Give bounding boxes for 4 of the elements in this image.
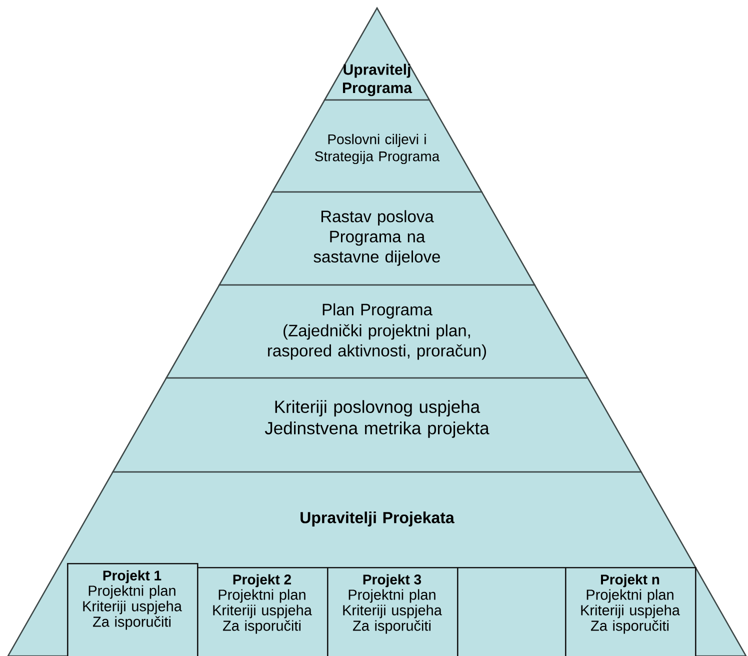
project-box: Projekt 1 Projektni plan Kriteriji uspjeha Za isporučiti — [67, 563, 198, 656]
project-box: Projekt 2 Projektni plan Kriteriji uspjeha Za isporučiti — [197, 567, 328, 656]
project-box: Projekt n Projektni plan Kriteriji uspjeha Za isporučiti — [565, 567, 696, 656]
project-box: Projekt 3 Projektni plan Kriteriji uspjeha Za isporučiti — [327, 567, 458, 656]
